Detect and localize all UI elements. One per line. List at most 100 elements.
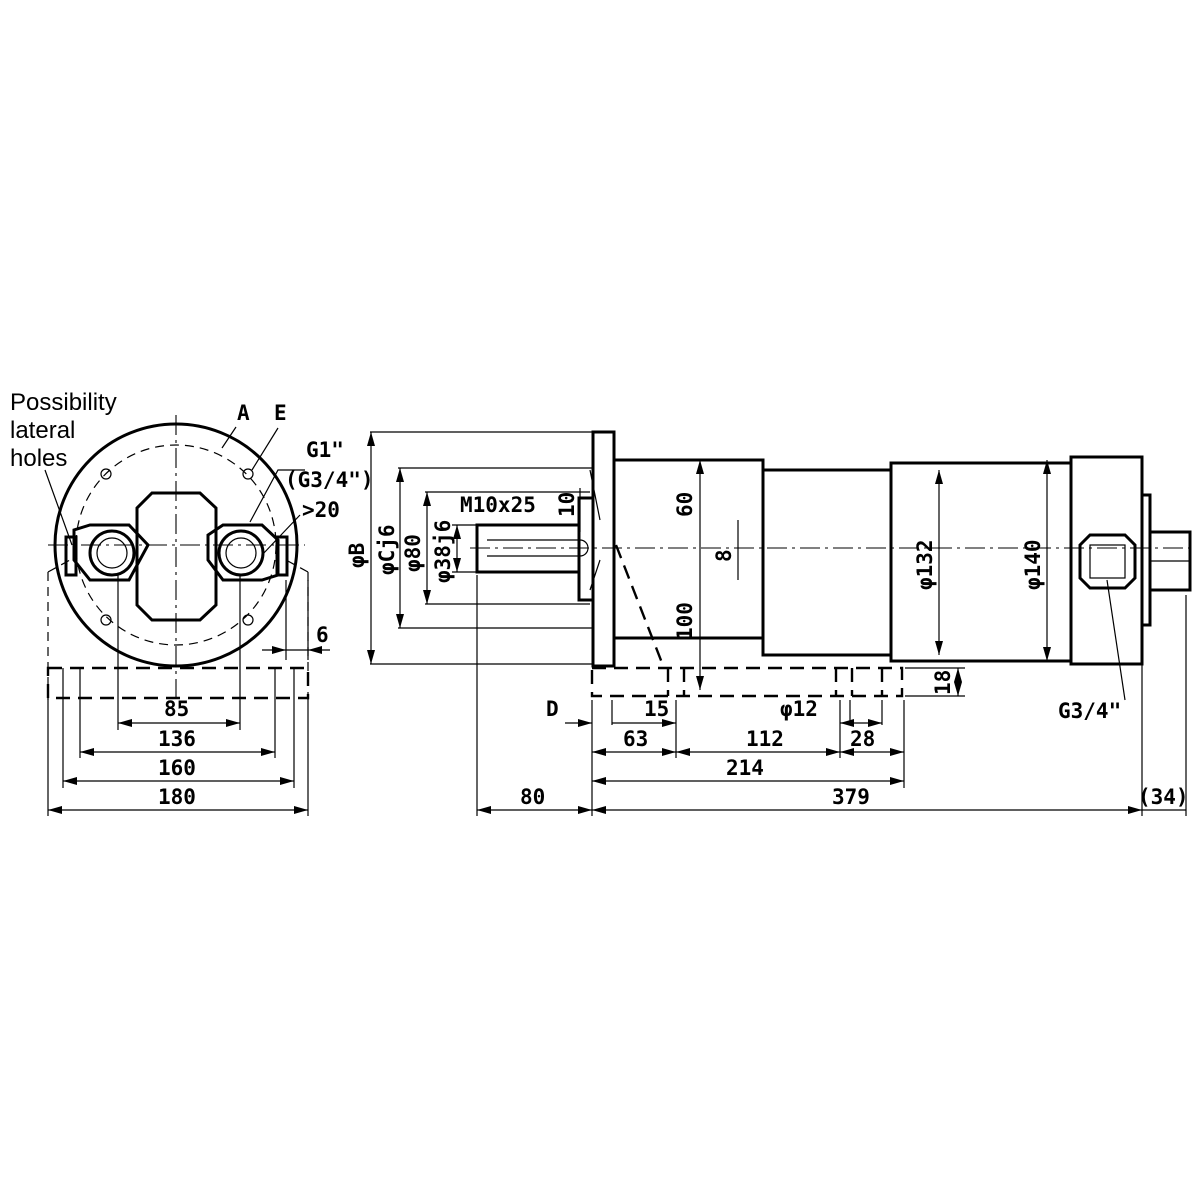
lateral-hole-left	[64, 535, 78, 577]
arrow-63-r	[662, 748, 676, 756]
dim-text-160: 160	[158, 756, 196, 780]
port-right-ring	[217, 529, 265, 577]
arrow-60-top	[696, 460, 704, 474]
arrow-180-r	[294, 806, 308, 814]
port-left	[64, 523, 150, 582]
port-left-hex	[72, 523, 150, 582]
leader-lateral-holes	[44, 469, 73, 546]
bolt-hole-bl	[100, 614, 112, 626]
arrow-132-top	[935, 470, 943, 484]
arrow-12-l	[840, 719, 854, 727]
leader-depth	[261, 514, 301, 556]
arrow-d	[578, 719, 592, 727]
port-left-ring	[88, 529, 136, 577]
arrow-379-r	[1128, 806, 1142, 814]
dim-text-6: 6	[316, 623, 329, 647]
dim-text-d: D	[546, 697, 559, 721]
arrow-112-r	[826, 748, 840, 756]
arrow-85-r	[226, 719, 240, 727]
arrow-6-r	[308, 646, 322, 654]
arrow-160-l	[63, 777, 77, 785]
label-e: E	[274, 401, 287, 425]
arrow-214-r	[890, 777, 904, 785]
front-view: Possibility lateral holes A E G1" (G3/4"…	[10, 389, 374, 816]
arrow-12-r	[868, 719, 882, 727]
arrow-100-bottom	[696, 676, 704, 690]
flange	[591, 430, 616, 668]
dim-text-phi-38: φ38j6	[431, 520, 455, 583]
dim-text-34: (34)	[1138, 785, 1189, 809]
arrow-80-l	[477, 806, 491, 814]
dim-text-180: 180	[158, 785, 196, 809]
dim-text-phi-c: φCj6	[375, 524, 399, 575]
rear-port-hex	[1078, 533, 1137, 590]
dim-text-60: 60	[673, 492, 697, 517]
dim-text-85: 85	[164, 697, 189, 721]
side-base-plate	[590, 666, 904, 698]
arrow-b-top	[367, 432, 375, 446]
port-right	[206, 523, 289, 582]
bolt-hole-br	[242, 614, 254, 626]
flange-hatch	[589, 469, 601, 591]
bolt-hole-tr	[242, 468, 254, 480]
dim-text-10: 10	[555, 492, 579, 517]
arrow-c-top	[396, 468, 404, 482]
arrow-112-l	[676, 748, 690, 756]
bolt-hole-tl	[100, 468, 112, 480]
leader-a	[221, 426, 237, 449]
dim-text-28: 28	[850, 727, 875, 751]
arrow-28-l	[840, 748, 854, 756]
dim-text-15: 15	[644, 697, 669, 721]
dim-text-phi-12: φ12	[780, 697, 818, 721]
dim-text-136: 136	[158, 727, 196, 751]
motor-body	[761, 468, 893, 657]
dim-text-379: 379	[832, 785, 870, 809]
label-shaft-thread: M10x25	[460, 493, 536, 517]
label-thread-main: G1"	[306, 438, 344, 462]
terminal-box	[135, 491, 218, 622]
arrow-80-top	[423, 492, 431, 506]
port-right-bore	[225, 537, 257, 569]
arrow-15-r	[662, 719, 676, 727]
arrow-140-bottom	[1043, 647, 1051, 661]
arrow-140-top	[1043, 460, 1051, 474]
arrow-18-top	[954, 668, 962, 682]
arrow-63-l	[592, 748, 606, 756]
label-port-thread: G3/4"	[1058, 699, 1121, 723]
dim-text-18: 18	[931, 670, 955, 695]
note-line-2: lateral	[10, 417, 75, 444]
side-hidden-diagonal	[614, 544, 666, 669]
arrow-132-bottom	[935, 641, 943, 655]
arrow-136-l	[80, 748, 94, 756]
port-right-hex	[206, 523, 280, 582]
spigot	[577, 496, 595, 602]
dim-text-100: 100	[673, 602, 697, 640]
dim-text-8: 8	[712, 549, 736, 562]
base-plate	[46, 666, 310, 700]
leader-g34	[1106, 579, 1126, 701]
arrow-c-bottom	[396, 614, 404, 628]
rear-port-inner	[1089, 544, 1126, 579]
arrow-180-l	[48, 806, 62, 814]
arrow-6-l	[272, 646, 286, 654]
arrow-214-l	[592, 777, 606, 785]
dim-text-phi-b: φB	[345, 543, 369, 568]
rear-cover	[1069, 455, 1144, 666]
note-line-1: Possibility	[10, 389, 117, 416]
dim-text-phi-140: φ140	[1021, 539, 1045, 590]
arrow-38-bottom	[453, 558, 461, 572]
dim-text-phi-132: φ132	[913, 539, 937, 590]
arrow-28-r	[890, 748, 904, 756]
dim-text-phi-80: φ80	[401, 534, 425, 572]
dim-text-80: 80	[520, 785, 545, 809]
arrow-80-bottom	[423, 590, 431, 604]
leader-e	[251, 427, 279, 471]
arrow-379-l	[592, 806, 606, 814]
lateral-hole-right	[275, 535, 289, 577]
arrow-38-top	[453, 525, 461, 539]
port-left-bore	[96, 537, 128, 569]
arrow-160-r	[280, 777, 294, 785]
leader-g1	[249, 469, 305, 523]
label-depth: >20	[302, 498, 340, 522]
